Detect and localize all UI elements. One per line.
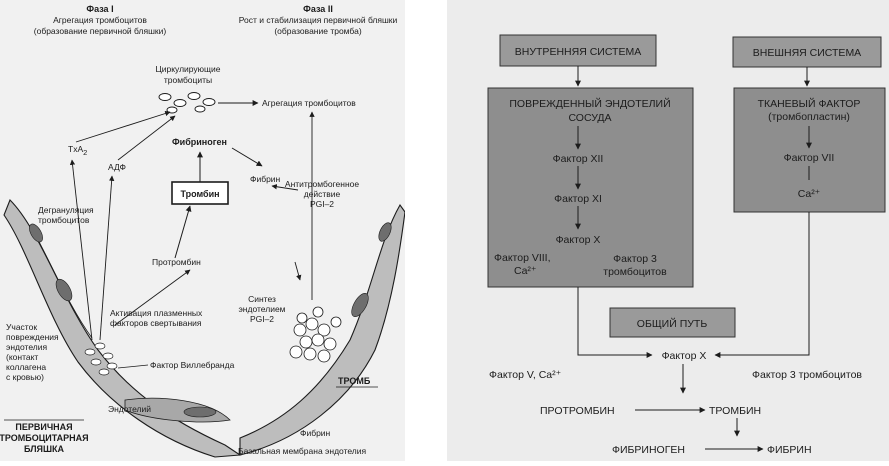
primary-plaque-icon (84, 342, 118, 376)
vessel-wall-right (239, 203, 406, 456)
damaged-endothelium-label-1: ПОВРЕЖДЕННЫЙ ЭНДОТЕЛИЙ (509, 97, 670, 110)
basal-membrane-label: Базальная мембрана эндотелия (238, 446, 367, 456)
thromboplastin-label: (тромбопластин) (768, 111, 850, 123)
synthesis-label-2: эндотелием (238, 304, 285, 314)
thrombus-label: ТРОМБ (338, 376, 371, 386)
extrinsic-system-label: ВНЕШНЯЯ СИСТЕМА (753, 47, 861, 59)
coagulation-cascade-diagram: ВНУТРЕННЯЯ СИСТЕМА ВНЕШНЯЯ СИСТЕМА ПОВРЕ… (447, 0, 889, 461)
damaged-endothelium-box (487, 87, 694, 288)
fibrin-bottom-label: Фибрин (300, 428, 331, 438)
primary-plaque-label-1: ПЕРВИЧНАЯ (15, 422, 72, 432)
synthesis-label-1: Синтез (248, 294, 276, 304)
thrombus-clump-icon (289, 306, 342, 363)
txa-label: TxA2 (68, 144, 87, 157)
platelet-plaque-svg: Фаза I Агрегация тромбоцитов (образовани… (0, 4, 406, 458)
synthesis-label-3: PGI–2 (250, 314, 274, 324)
phase2-subtitle: Рост и стабилизация первичной бляшки (239, 15, 398, 25)
factor-v-label: Фактор V, Ca²⁺ (489, 369, 561, 381)
factor-x-inner-label: Фактор X (556, 234, 601, 246)
injury-site-label-6: с кровью) (6, 372, 44, 382)
intrinsic-system-label: ВНУТРЕННЯЯ СИСТЕМА (515, 46, 641, 58)
injury-site-label-1: Участок (6, 322, 37, 332)
degranulation-label-2: тромбоцитов (38, 215, 90, 225)
extrinsic-system-box (732, 36, 882, 68)
coagulation-cascade-svg: ВНУТРЕННЯЯ СИСТЕМА ВНЕШНЯЯ СИСТЕМА ПОВРЕ… (487, 34, 886, 456)
tissue-factor-box (733, 87, 886, 213)
factor-viii-label-2: Ca²⁺ (514, 265, 536, 277)
activation-label-1: Активация плазменных (110, 308, 203, 318)
primary-plaque-label-2: ТРОМБОЦИТАРНАЯ (0, 433, 89, 443)
adp-label: АДФ (108, 162, 126, 172)
factor-xii-label: Фактор XII (553, 153, 604, 165)
endothelium-label: Эндотелий (108, 404, 151, 414)
phase2-title: Фаза II (303, 4, 333, 14)
injury-site-label-3: эндотелия (6, 342, 47, 352)
fibrin-label: ФИБРИН (767, 444, 812, 456)
primary-plaque-label-3: БЛЯШКА (24, 444, 65, 454)
antithrombo-label-1: Антитромбогенное (285, 179, 359, 189)
phase1-title: Фаза I (86, 4, 113, 14)
antithrombo-label-3: PGI–2 (310, 199, 334, 209)
ca-ext-label: Ca²⁺ (798, 188, 820, 200)
injury-site-label-5: коллагена (6, 362, 46, 372)
vessel-wall-left (3, 199, 242, 458)
platelet-cluster-icon (158, 92, 216, 114)
willebrand-label: Фактор Виллебранда (150, 360, 235, 370)
factor-viii-label-1: Фактор VIII, (494, 252, 551, 264)
phase1-subtitle: Агрегация тромбоцитов (53, 15, 147, 25)
phase2-note: (образование тромба) (274, 26, 361, 36)
factor3-inner-label-1: Фактор 3 (613, 253, 657, 265)
fibrin-top-label: Фибрин (250, 174, 281, 184)
factor3-bottom-label: Фактор 3 тромбоцитов (752, 369, 862, 381)
thrombin-label: Тромбин (180, 189, 219, 199)
phase1-note: (образование первичной бляшки) (34, 26, 167, 36)
injury-site-label-2: повреждения (6, 332, 59, 342)
circulating-label-2: тромбоциты (164, 75, 212, 85)
prothrombin-label: ПРОТРОМБИН (540, 405, 615, 417)
aggregation-label: Агрегация тромбоцитов (262, 98, 356, 108)
factor3-inner-label-2: тромбоцитов (603, 266, 667, 278)
endothelial-cell-bottom (124, 397, 231, 423)
tissue-factor-label: ТКАНЕВЫЙ ФАКТОР (758, 97, 861, 110)
activation-label-2: факторов свертывания (110, 318, 202, 328)
antithrombo-label-2: действие (304, 189, 341, 199)
degranulation-label-1: Дегрануляция (38, 205, 94, 215)
circulating-label-1: Циркулирующие (155, 64, 220, 74)
common-path-label: ОБЩИЙ ПУТЬ (637, 317, 708, 330)
factor-x-label: Фактор X (662, 350, 707, 362)
damaged-endothelium-label-2: СОСУДА (568, 112, 611, 124)
prothrombin-label: Протромбин (152, 257, 201, 267)
fibrinogen-label: Фибриноген (172, 137, 227, 147)
thrombin-label: ТРОМБИН (709, 405, 761, 417)
fibrinogen-label: ФИБРИНОГЕН (612, 444, 685, 456)
factor-vii-label: Фактор VII (784, 152, 835, 164)
injury-site-label-4: (контакт (6, 352, 38, 362)
platelet-plaque-diagram: Фаза I Агрегация тромбоцитов (образовани… (0, 0, 406, 461)
common-path-box (609, 307, 736, 338)
factor-xi-label: Фактор XI (554, 193, 602, 205)
